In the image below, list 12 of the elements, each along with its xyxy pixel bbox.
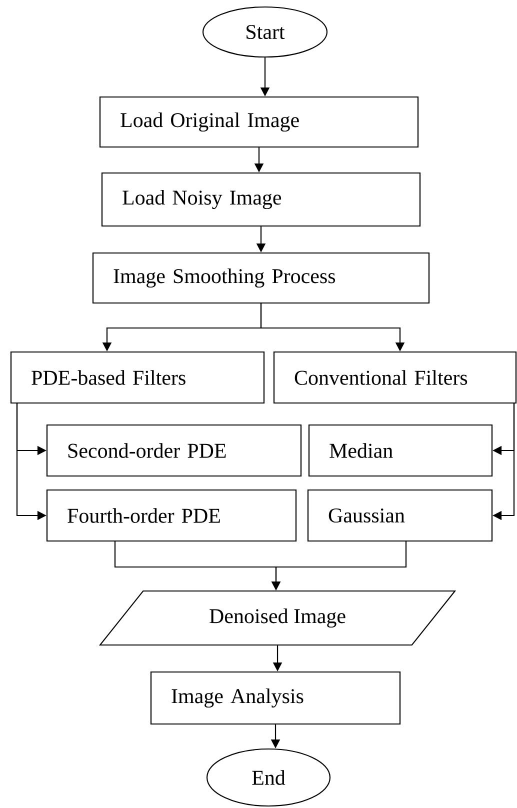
process-box: Conventional Filters: [273, 351, 517, 404]
process-box: Median: [308, 424, 493, 477]
process-box: Load Original Image: [99, 96, 419, 148]
terminal-oval: End: [206, 748, 331, 807]
process-box: Image Analysis: [150, 671, 401, 725]
process-box: Second-order PDE: [46, 424, 302, 477]
process-box: Load Noisy Image: [101, 172, 421, 227]
process-box: Image Smoothing Process: [92, 252, 430, 304]
process-box: PDE-based Filters: [10, 351, 265, 404]
process-box: Fourth-order PDE: [46, 489, 297, 542]
terminal-oval: Start: [202, 6, 328, 58]
process-box: Gaussian: [307, 489, 493, 542]
